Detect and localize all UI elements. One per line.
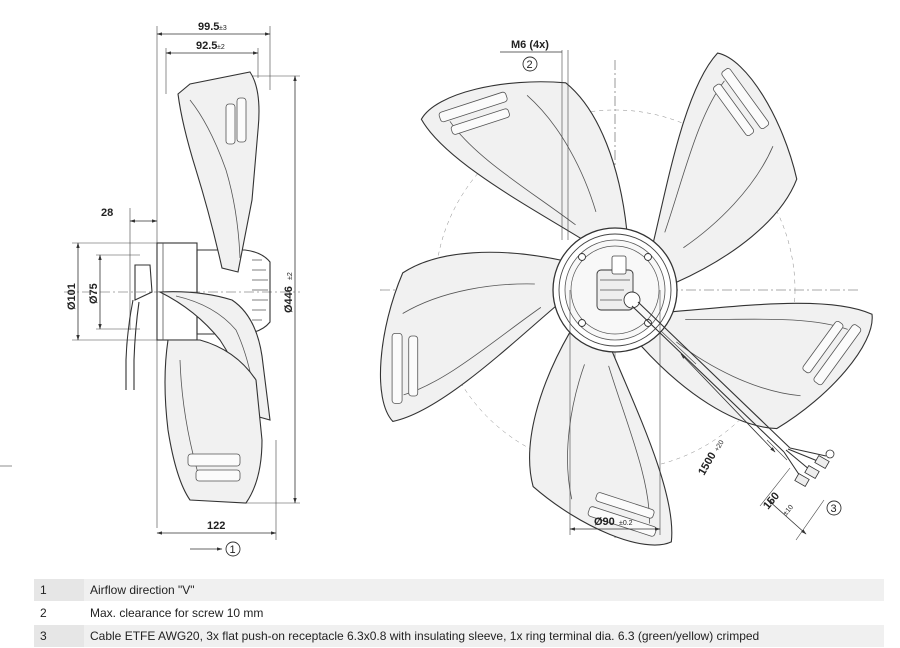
fan-blade — [379, 251, 562, 423]
dim-hub-dia: Ø90 — [594, 516, 615, 528]
screw-hole-icon — [644, 319, 652, 327]
screw-label: M6 (4x) — [511, 39, 549, 51]
legend-number: 2 — [34, 601, 84, 625]
dim-blade-depth: 92.5 — [196, 40, 217, 52]
legend-text: Cable ETFE AWG20, 3x flat push-on recept… — [84, 624, 884, 648]
dim-hub-dia-tol: ±0.2 — [619, 520, 633, 527]
fan-blade — [651, 52, 798, 284]
fan-blade — [420, 81, 628, 243]
legend-text: Airflow direction "V" — [84, 579, 884, 602]
legend-number: 3 — [34, 624, 84, 648]
dim-dia-inner: Ø75 — [88, 283, 100, 304]
legend-table: 1 Airflow direction "V" 2 Max. clearance… — [34, 579, 884, 648]
dim-dia-outer: Ø101 — [66, 283, 78, 310]
dim-offset: 28 — [101, 207, 113, 219]
dim-fan-dia-tol: ±2 — [287, 272, 294, 280]
callout-screw: 2 — [527, 59, 533, 71]
dim-cable-length-tol: +20 — [714, 439, 726, 453]
dim-cable-length: 1500 — [696, 450, 719, 477]
legend-text: Max. clearance for screw 10 mm — [84, 601, 884, 625]
front-view: M6 (4x) 2 Ø90 ±0.2 1500 +20 150 ±10 3 — [379, 39, 873, 546]
dim-blade-depth-tol: ±2 — [217, 44, 225, 51]
screw-hole-icon — [578, 253, 586, 261]
callout-airflow: 1 — [230, 544, 236, 556]
legend-row: 1 Airflow direction "V" — [34, 579, 884, 602]
side-view: 99.5 ±3 92.5 ±2 28 Ø101 Ø75 Ø446 ±2 122 … — [0, 21, 300, 557]
fan-blade — [529, 331, 673, 546]
dim-fan-dia: Ø446 — [283, 286, 295, 313]
legend-row: 2 Max. clearance for screw 10 mm — [34, 601, 884, 625]
dim-strip-length-tol: ±10 — [782, 504, 795, 517]
dim-overall-depth: 99.5 — [198, 21, 219, 33]
callout-cable: 3 — [831, 503, 837, 515]
dim-overall-depth-tol: ±3 — [219, 25, 227, 32]
screw-hole-icon — [644, 253, 652, 261]
fan-blades — [379, 52, 873, 546]
technical-drawing: 99.5 ±3 92.5 ±2 28 Ø101 Ø75 Ø446 ±2 122 … — [0, 21, 873, 557]
legend-number: 1 — [34, 579, 84, 602]
dim-base: 122 — [207, 520, 225, 532]
dim-strip-length: 150 — [761, 490, 782, 512]
legend-row: 3 Cable ETFE AWG20, 3x flat push-on rece… — [34, 624, 884, 648]
screw-hole-icon — [578, 319, 586, 327]
